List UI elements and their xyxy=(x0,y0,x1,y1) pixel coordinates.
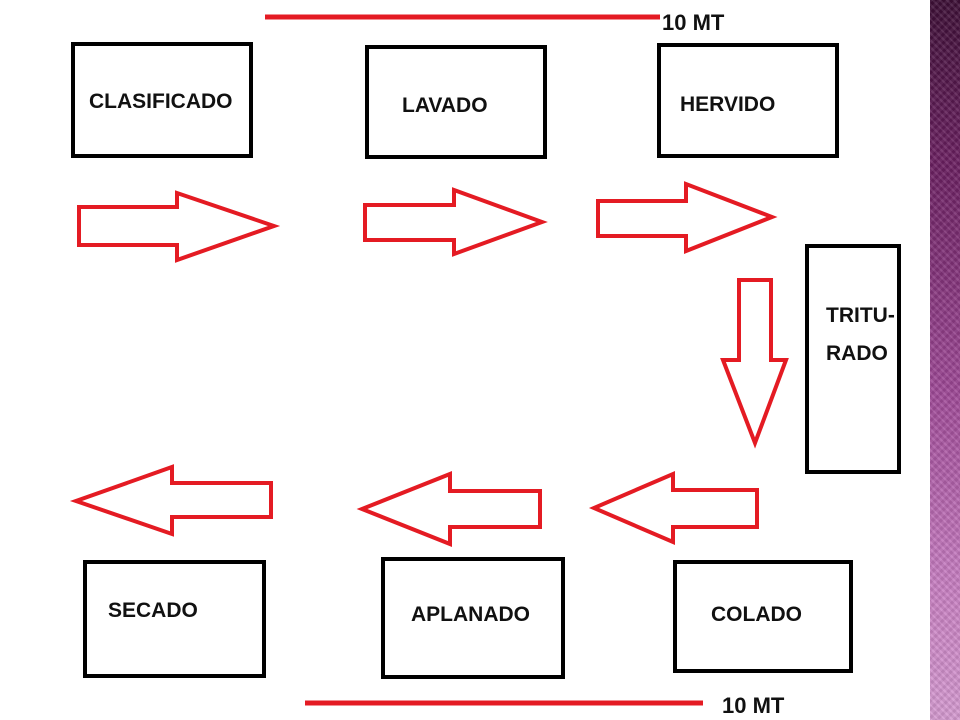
step-aplanado: APLANADO xyxy=(381,557,565,679)
step-hervido-label: HERVIDO xyxy=(680,93,775,116)
bottom-dimension-label: 10 MT xyxy=(722,693,785,718)
step-colado-label: COLADO xyxy=(711,603,802,626)
step-secado-label: SECADO xyxy=(108,599,198,622)
step-hervido: HERVIDO xyxy=(657,43,839,158)
arrow-left-3 xyxy=(69,464,273,537)
arrow-right-3 xyxy=(596,181,778,254)
arrow-right-1 xyxy=(77,190,281,263)
step-colado: COLADO xyxy=(673,560,853,673)
arrow-left-1 xyxy=(588,470,759,546)
step-aplanado-label: APLANADO xyxy=(411,603,530,626)
decorative-side-strip xyxy=(930,0,960,720)
arrow-down xyxy=(720,278,789,449)
step-lavado-label: LAVADO xyxy=(402,94,488,117)
arrow-left-2 xyxy=(356,471,542,547)
arrow-right-2 xyxy=(363,187,548,257)
step-lavado: LAVADO xyxy=(365,45,547,159)
step-clasificado: CLASIFICADO xyxy=(71,42,253,158)
step-secado: SECADO xyxy=(83,560,266,678)
step-clasificado-label: CLASIFICADO xyxy=(89,90,233,113)
step-triturado: TRITU- RADO xyxy=(805,244,901,474)
step-triturado-label-line1: TRITU- xyxy=(826,304,895,327)
top-dimension-label: 10 MT xyxy=(662,10,725,35)
step-triturado-label-line2: RADO xyxy=(826,342,888,365)
